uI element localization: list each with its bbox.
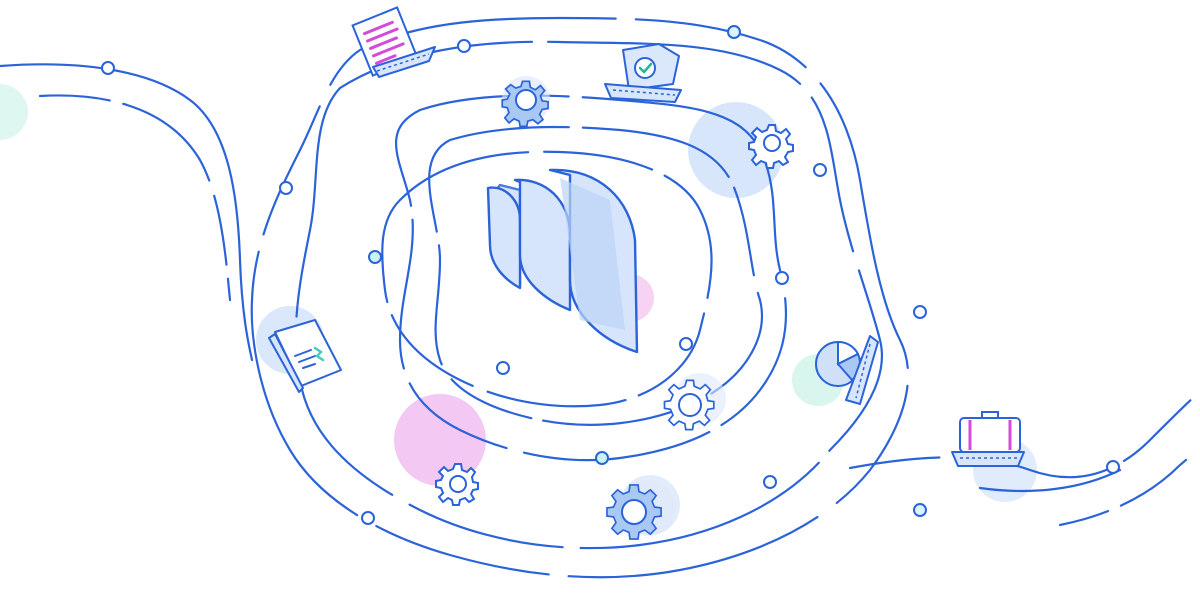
inner-ring xyxy=(381,150,713,408)
pie-chart-boat-icon xyxy=(815,335,879,405)
node xyxy=(813,163,827,177)
nodes xyxy=(101,25,1120,525)
background-blobs xyxy=(0,84,1037,535)
briefcase-boat-icon xyxy=(951,411,1025,467)
brand-logo-icon xyxy=(486,168,639,354)
document-boat-icon xyxy=(351,6,436,78)
spreadsheet-card-icon xyxy=(268,319,342,393)
node xyxy=(368,250,382,264)
flow-lines xyxy=(0,16,1200,579)
mint-blob xyxy=(0,84,28,140)
pink-blob xyxy=(394,394,486,486)
node xyxy=(595,451,609,465)
node xyxy=(913,503,927,517)
flow-line xyxy=(848,390,1200,479)
node xyxy=(913,305,927,319)
gear-icon xyxy=(663,373,726,431)
flow-line xyxy=(1058,446,1200,527)
gear-icon xyxy=(748,124,794,169)
flow-line xyxy=(38,94,232,302)
node xyxy=(101,61,115,75)
flow-line xyxy=(978,468,1122,493)
gear-icon xyxy=(606,480,676,540)
shield-check-boat-icon xyxy=(604,43,682,103)
node xyxy=(1106,460,1120,474)
node xyxy=(727,25,741,39)
flow-line xyxy=(0,63,254,362)
node xyxy=(763,475,777,489)
gear-icon xyxy=(435,463,479,506)
outer-ring xyxy=(250,16,910,579)
gear-icon xyxy=(501,76,550,128)
blue-blob xyxy=(688,102,784,198)
node xyxy=(457,39,471,53)
node xyxy=(496,361,510,375)
node xyxy=(775,271,789,285)
ring-3 xyxy=(395,94,788,462)
node xyxy=(679,337,693,351)
node xyxy=(279,181,293,195)
node xyxy=(361,511,375,525)
